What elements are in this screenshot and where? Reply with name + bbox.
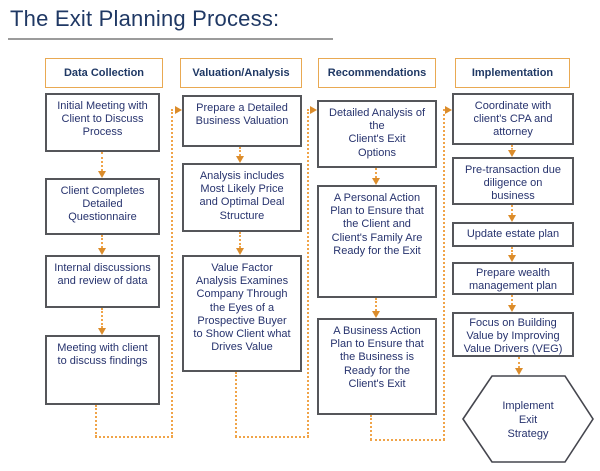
arrow-down-icon xyxy=(508,255,516,262)
arrow-down-icon xyxy=(236,156,244,163)
dotted-connector xyxy=(101,308,103,328)
arrow-down-icon xyxy=(372,178,380,185)
dotted-connector xyxy=(511,205,513,215)
dotted-connector xyxy=(370,439,445,441)
dotted-connector xyxy=(518,357,520,368)
flow-box-client-questionnaire: Client Completes Detailed Questionnaire xyxy=(45,178,160,235)
dotted-connector xyxy=(370,415,372,440)
title-underline xyxy=(8,38,333,40)
dotted-connector xyxy=(239,147,241,156)
flow-box-internal-discussions: Internal discussions and review of data xyxy=(45,255,160,308)
flow-box-coordinate-cpa: Coordinate with client's CPA and attorne… xyxy=(452,93,574,145)
flow-box-due-diligence: Pre-transaction due diligence on busines… xyxy=(452,157,574,205)
flow-box-analysis-price: Analysis includes Most Likely Price and … xyxy=(182,163,302,232)
dotted-connector xyxy=(95,436,173,438)
flow-box-value-factor: Value Factor Analysis Examines Company T… xyxy=(182,255,302,372)
arrow-down-icon xyxy=(508,305,516,312)
arrow-down-icon xyxy=(98,171,106,178)
dotted-connector xyxy=(235,372,237,437)
arrow-down-icon xyxy=(515,368,523,375)
dotted-connector xyxy=(511,145,513,150)
column-header-implementation: Implementation xyxy=(455,58,570,88)
arrow-down-icon xyxy=(508,150,516,157)
hexagon-label: Implement Exit Strategy xyxy=(502,400,554,440)
dotted-connector xyxy=(511,247,513,255)
dotted-connector xyxy=(443,109,445,440)
dotted-connector xyxy=(101,235,103,248)
flow-box-business-action-plan: A Business Action Plan to Ensure that th… xyxy=(317,318,437,415)
flow-box-update-estate-plan: Update estate plan xyxy=(452,222,574,247)
dotted-connector xyxy=(511,295,513,305)
dotted-connector xyxy=(239,232,241,248)
arrow-down-icon xyxy=(236,248,244,255)
flow-box-wealth-plan: Prepare wealth management plan xyxy=(452,262,574,295)
arrow-down-icon xyxy=(508,215,516,222)
flow-box-initial-meeting: Initial Meeting with Client to Discuss P… xyxy=(45,93,160,152)
hexagon-implement-exit-strategy xyxy=(461,374,595,464)
dotted-connector xyxy=(95,405,97,437)
flow-box-exit-options: Detailed Analysis of the Client's Exit O… xyxy=(317,100,437,168)
flow-box-prepare-valuation: Prepare a Detailed Business Valuation xyxy=(182,95,302,147)
arrow-down-icon xyxy=(98,328,106,335)
column-header-data-collection: Data Collection xyxy=(45,58,163,88)
flow-box-meeting-findings: Meeting with client to discuss findings xyxy=(45,335,160,405)
arrow-right-icon xyxy=(175,106,182,114)
dotted-connector xyxy=(375,298,377,311)
flow-box-personal-action-plan: A Personal Action Plan to Ensure that th… xyxy=(317,185,437,298)
column-header-valuation-analysis: Valuation/Analysis xyxy=(180,58,302,88)
dotted-connector xyxy=(235,436,309,438)
arrow-down-icon xyxy=(372,311,380,318)
dotted-connector xyxy=(375,168,377,178)
dotted-connector xyxy=(171,109,173,437)
dotted-connector xyxy=(101,152,103,171)
arrow-right-icon xyxy=(445,106,452,114)
dotted-connector xyxy=(307,109,309,437)
arrow-right-icon xyxy=(310,106,317,114)
column-header-recommendations: Recommendations xyxy=(318,58,436,88)
page-title: The Exit Planning Process: xyxy=(10,6,280,31)
arrow-down-icon xyxy=(98,248,106,255)
flow-box-value-drivers: Focus on Building Value by Improving Val… xyxy=(452,312,574,357)
hexagon-shape-icon xyxy=(462,375,594,463)
